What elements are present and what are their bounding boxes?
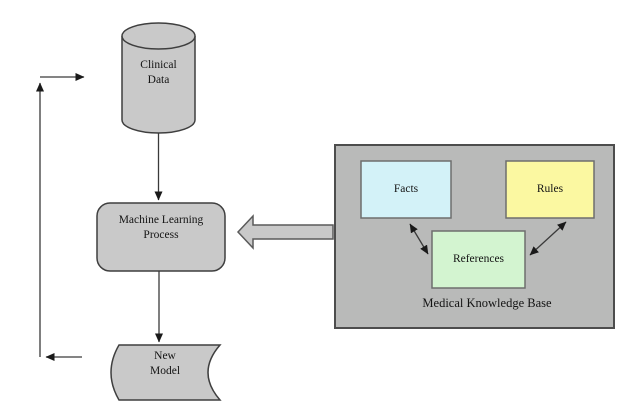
kb-to-ml-block-arrow [236,214,334,250]
facts-references-arrow [409,223,429,255]
clinical-data-cylinder-top [121,22,196,50]
rules-references-arrow [529,221,567,256]
clinical-data-cylinder [121,36,196,134]
references-box [431,230,526,289]
new-model-shape [110,344,222,401]
ml-process-box [96,202,226,272]
facts-box [360,160,452,219]
rules-box [505,160,595,219]
